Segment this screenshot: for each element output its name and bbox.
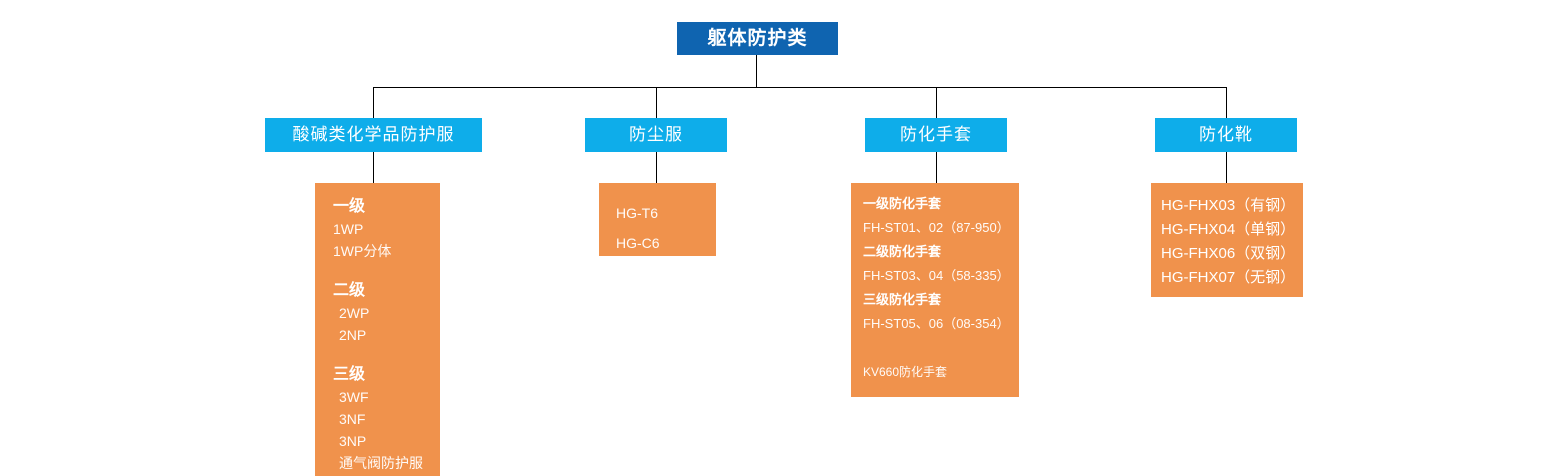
connector-root-drop [756, 55, 757, 87]
panel-item: 通气阀防护服 [339, 455, 423, 471]
panel-item: 三级 [333, 366, 366, 383]
panel-item: 1WP分体 [333, 243, 392, 259]
branch-node-chem-boots: 防化靴 [1155, 118, 1297, 152]
connector-branch-drop-1 [373, 87, 374, 118]
panel-item: HG-FHX04（单钢） [1161, 221, 1296, 238]
connector-horizontal-bar [373, 87, 1227, 88]
panel-item: 2NP [339, 327, 367, 343]
panel-item: HG-FHX03（有钢） [1161, 197, 1296, 214]
connector-panel-drop-2 [656, 152, 657, 183]
panel-item: FH-ST01、02（87-950） [863, 220, 1010, 235]
panel-chem-boots: HG-FHX03（有钢） HG-FHX04（单钢） HG-FHX06（双钢） HG-F… [1151, 183, 1303, 297]
panel-item: HG-FHX06（双钢） [1161, 245, 1296, 262]
connector-panel-drop-4 [1226, 152, 1227, 183]
connector-panel-drop-1 [373, 152, 374, 183]
panel-item: 三级防化手套 [863, 292, 942, 307]
panel-item: HG-FHX07（无钢） [1161, 269, 1296, 286]
panel-item: 3WF [339, 389, 369, 405]
panel-item: FH-ST05、06（08-354） [863, 316, 1010, 331]
panel-item: 一级 [333, 198, 366, 215]
branch-node-dust-suit: 防尘服 [585, 118, 727, 152]
panel-item: FH-ST03、04（58-335） [863, 268, 1010, 283]
connector-branch-drop-3 [936, 87, 937, 118]
root-node-body-protection: 躯体防护类 [677, 22, 838, 55]
panel-item: 3NF [339, 411, 366, 427]
panel-item: 一级防化手套 [863, 196, 942, 211]
connector-panel-drop-3 [936, 152, 937, 183]
panel-chem-gloves: 一级防化手套 FH-ST01、02（87-950） 二级防化手套 FH-ST03、04… [851, 183, 1019, 397]
panel-item: 二级 [333, 282, 366, 299]
panel-chemical-suit: 一级 1WP 1WP分体二级 2WP 2NP 三级 3WF 3NF 3NP 通气阀防护服 [315, 183, 440, 476]
branch-node-chemical-suit: 酸碱类化学品防护服 [265, 118, 482, 152]
branch-node-chem-gloves: 防化手套 [865, 118, 1007, 152]
panel-item: 二级防化手套 [863, 244, 942, 259]
connector-branch-drop-4 [1226, 87, 1227, 118]
connector-branch-drop-2 [656, 87, 657, 118]
panel-item: KV660防化手套 [863, 365, 948, 379]
panel-item: 3NP [339, 433, 367, 449]
panel-item: 1WP [333, 221, 364, 237]
panel-item: HG-T6 [616, 205, 658, 221]
panel-item: 2WP [339, 305, 370, 321]
panel-item: HG-C6 [616, 235, 660, 251]
